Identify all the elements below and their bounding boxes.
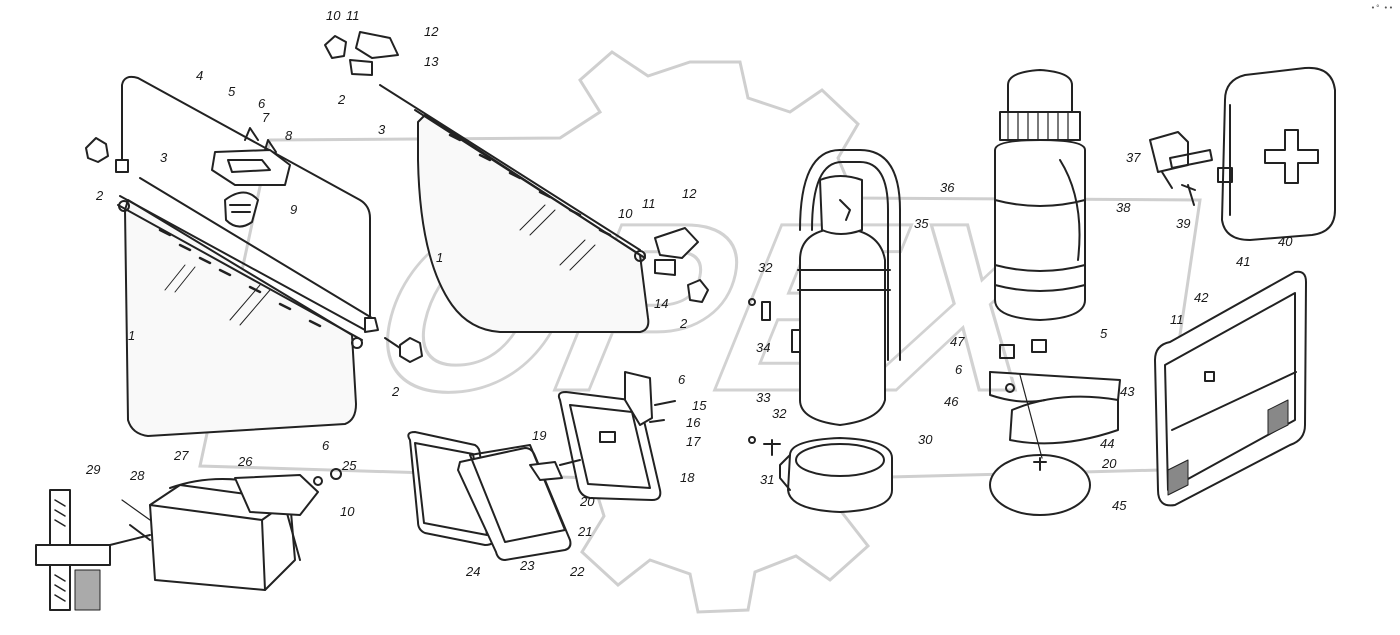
vent-housing: [149, 468, 342, 591]
callout: 44: [1100, 436, 1114, 451]
callout: 24: [465, 564, 480, 579]
corner-mark: •° ••: [1370, 4, 1394, 12]
callout: 40: [1278, 234, 1293, 249]
callout: 4: [196, 68, 203, 83]
callout: 42: [1194, 290, 1209, 305]
callout: 31: [760, 472, 774, 487]
callout: 23: [519, 558, 535, 573]
callout: 33: [756, 390, 771, 405]
callout: 6: [678, 372, 686, 387]
callout: 39: [1176, 216, 1190, 231]
knob-2a: [85, 137, 109, 163]
callout: 26: [237, 454, 253, 469]
callout: 5: [1100, 326, 1108, 341]
sun-visor-left: [117, 195, 366, 437]
callout: 6: [258, 96, 266, 111]
callout: 37: [1126, 150, 1141, 165]
callout: 13: [424, 54, 439, 69]
sun-visor-right: [379, 84, 650, 333]
callout: 11: [346, 8, 360, 23]
callout: 29: [85, 462, 100, 477]
visor-bracket-right: [324, 31, 709, 303]
knob-2b: [384, 337, 423, 363]
callout: 12: [682, 186, 697, 201]
callout: 47: [950, 334, 965, 349]
watermark-gear-outline: [198, 50, 1202, 614]
callout: 8: [285, 128, 293, 143]
callout: 22: [569, 564, 585, 579]
door-pocket-net: [1154, 270, 1307, 507]
fire-extinguisher: [791, 149, 901, 426]
callout: 2: [679, 316, 688, 331]
callout: 28: [129, 468, 145, 483]
callout: 2: [95, 188, 104, 203]
callout: 32: [772, 406, 787, 421]
thermos-flask: [994, 69, 1086, 321]
callout: 19: [532, 428, 546, 443]
callout: 3: [378, 122, 386, 137]
callout: 10: [618, 206, 633, 221]
visor-mount-left: [211, 127, 291, 228]
watermark: [198, 50, 1202, 614]
callout: 11: [1170, 312, 1184, 327]
callout: 6: [955, 362, 963, 377]
callout: 6: [322, 438, 330, 453]
visor-bracket-rod: [115, 75, 379, 333]
loose-bolts: [748, 184, 1195, 456]
mirror-hardware: [529, 400, 676, 481]
callout: 32: [758, 260, 773, 275]
callout: 45: [1112, 498, 1127, 513]
callout: 5: [228, 84, 236, 99]
callout: 14: [654, 296, 668, 311]
callout: 2: [391, 384, 400, 399]
callout: 3: [160, 150, 168, 165]
callout: 46: [944, 394, 959, 409]
extinguisher-bracket: [779, 437, 893, 513]
mirror-housing-18: [557, 371, 662, 501]
thermos-holder: [989, 339, 1121, 445]
thermos-base-plate: [989, 454, 1091, 516]
callout: 41: [1236, 254, 1250, 269]
first-aid-kit: [1217, 66, 1336, 241]
callout: 12: [424, 24, 439, 39]
callout: 35: [914, 216, 929, 231]
callout: 9: [290, 202, 297, 217]
callout: 38: [1116, 200, 1131, 215]
first-aid-bracket: [1149, 131, 1213, 191]
callout: 25: [341, 458, 357, 473]
callout: 36: [940, 180, 955, 195]
callout: 1: [436, 250, 443, 265]
leader-lines: [121, 374, 1043, 521]
callout: 30: [918, 432, 933, 447]
callout: 7: [262, 110, 270, 125]
callout: 15: [692, 398, 707, 413]
callout: 43: [1120, 384, 1135, 399]
callout: 34: [756, 340, 770, 355]
callout: 27: [173, 448, 189, 463]
callout: 2: [337, 92, 346, 107]
callout: 18: [680, 470, 695, 485]
callout: 17: [686, 434, 701, 449]
callout: 10: [326, 8, 341, 23]
callout: 20: [579, 494, 595, 509]
callout: 10: [340, 504, 355, 519]
callout: 21: [577, 524, 592, 539]
callout: 11: [642, 196, 656, 211]
spring-clamp-29: [35, 489, 151, 611]
callout: 20: [1101, 456, 1117, 471]
callout: 16: [686, 415, 701, 430]
callout-labels: 1 1 2 2 2 2 2 3 3 4 5 5 6 6 6 6 7 8 9 10…: [85, 8, 1293, 579]
callout: 1: [128, 328, 135, 343]
